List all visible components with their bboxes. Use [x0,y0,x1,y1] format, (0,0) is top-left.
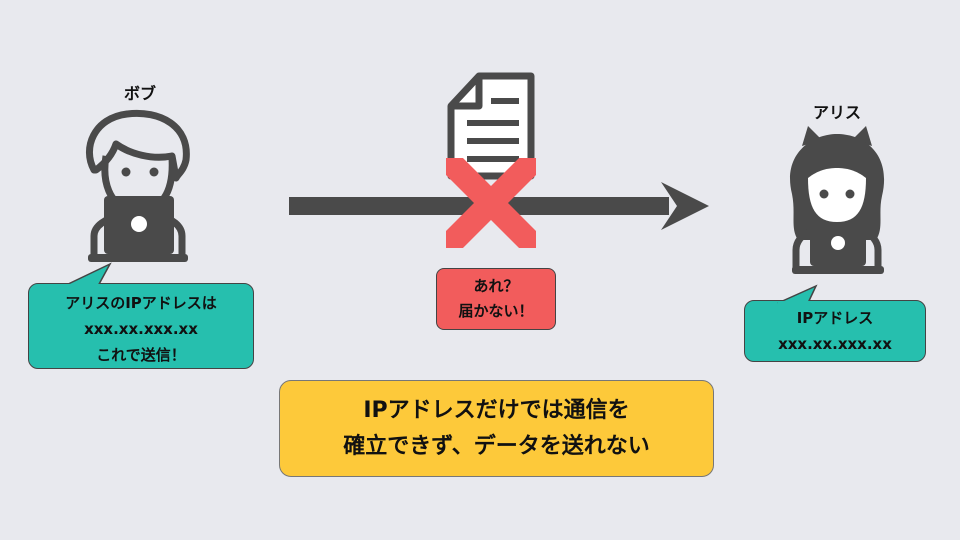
document-icon [447,72,535,180]
alice-bubble-line-2: xxx.xx.xxx.xx [778,335,892,353]
bob-speech-bubble: アリスのIPアドレスは xxx.xx.xxx.xx これで送信！ [28,283,254,369]
alice-name: アリス [812,103,861,122]
caption-line-2: 確立できず、データを送れない [343,434,650,459]
bob-bubble-line-2: xxx.xx.xxx.xx [84,320,198,338]
error-line-2: 届かない！ [458,302,534,320]
alice-speech-bubble: IPアドレス xxx.xx.xxx.xx [744,300,926,362]
alice-bubble-line-1: IPアドレス [796,309,874,327]
bob-name: ボブ [123,84,156,103]
error-bubble: あれ？ 届かない！ [436,268,556,330]
bob-bubble-line-3: これで送信！ [96,346,186,364]
error-line-1: あれ？ [473,277,519,295]
conclusion-caption: IPアドレスだけでは通信を 確立できず、データを送れない [279,380,714,477]
cross-icon [446,158,536,248]
bob-bubble-tail [62,262,112,286]
bob-bubble-line-1: アリスのIPアドレスは [65,294,217,312]
bob-person-icon [86,109,190,262]
alice-person-icon [790,126,885,274]
alice-bubble-tail [777,284,818,304]
caption-line-1: IPアドレスだけでは通信を [363,398,630,423]
